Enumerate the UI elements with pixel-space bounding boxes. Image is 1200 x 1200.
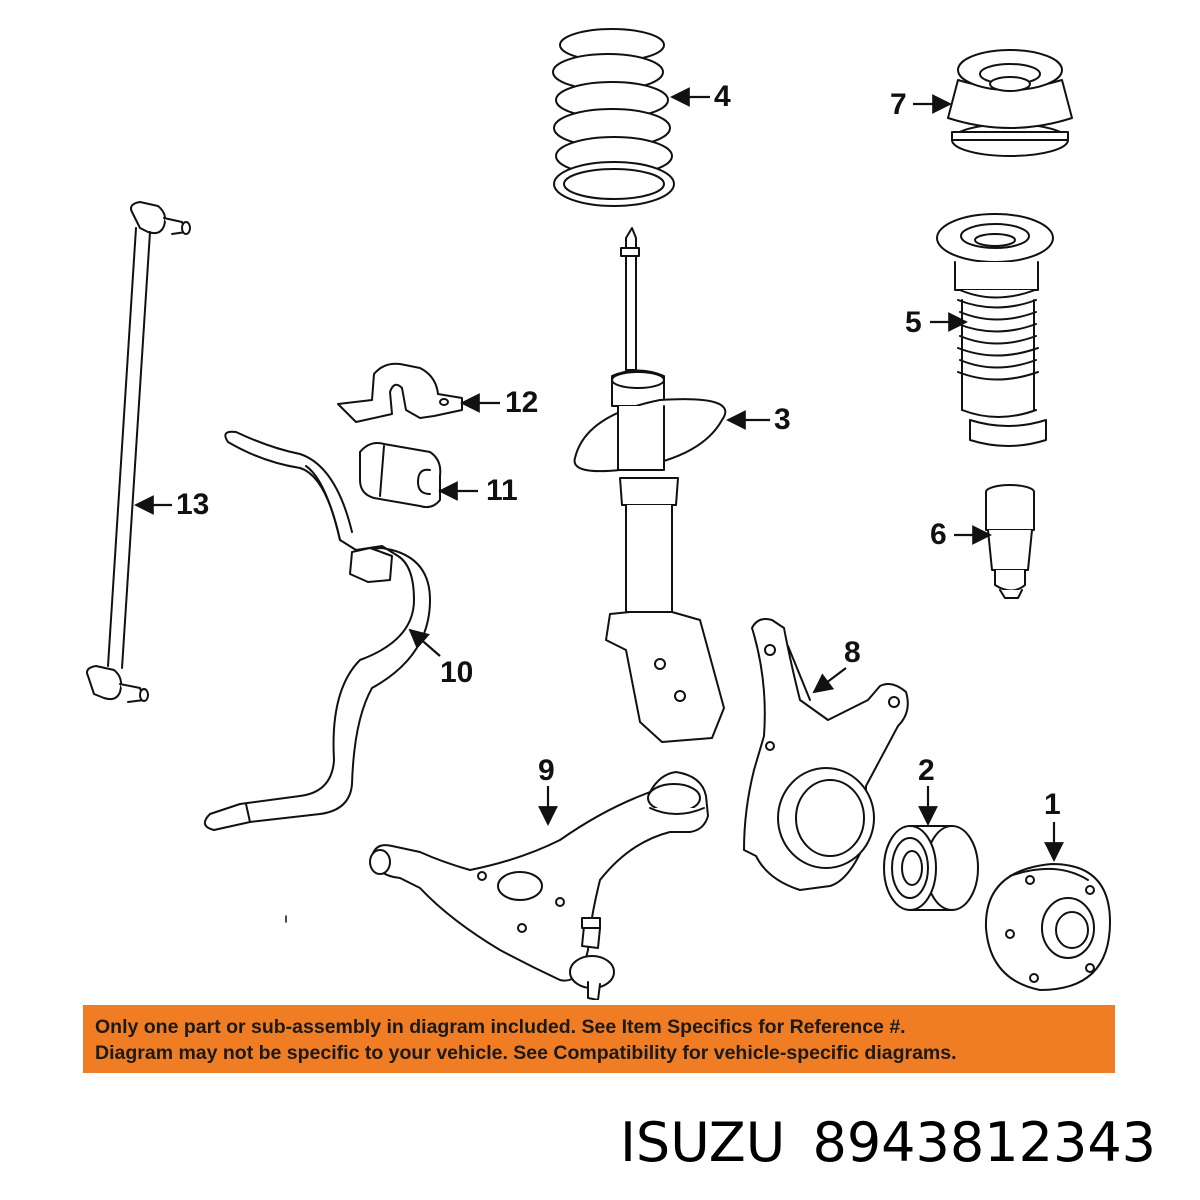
callout-6: 6 <box>930 518 947 551</box>
callout-2: 2 <box>918 754 935 787</box>
callout-5: 5 <box>905 306 922 339</box>
callout-1: 1 <box>1044 788 1061 821</box>
callout-10: 10 <box>440 656 474 689</box>
stabilizer-bushing-part <box>359 442 442 509</box>
callout-11: 11 <box>486 474 518 507</box>
stabilizer-bar-part <box>203 430 431 831</box>
brand-name: ISUZU <box>620 1111 786 1174</box>
coil-spring-part <box>552 28 675 207</box>
steering-knuckle-part <box>743 618 909 891</box>
dust-boot-part <box>936 213 1054 447</box>
callout-13: 13 <box>176 488 210 521</box>
callout-12: 12 <box>505 386 539 419</box>
callout-4: 4 <box>714 80 731 113</box>
wheel-hub-part <box>984 863 1111 991</box>
callout-7: 7 <box>890 88 907 121</box>
disclaimer-line-2: Diagram may not be specific to your vehi… <box>95 1042 957 1064</box>
disclaimer-banner: Only one part or sub-assembly in diagram… <box>83 1005 1115 1073</box>
part-label: ISUZU 8943812343 <box>620 1110 1190 1176</box>
callout-9: 9 <box>538 754 555 787</box>
part-number: 8943812343 <box>812 1111 1157 1174</box>
bushing-bracket-part <box>337 362 463 423</box>
strut-mount-part <box>947 49 1073 157</box>
stabilizer-link-part <box>86 201 191 703</box>
suspension-exploded-diagram <box>86 28 1111 1000</box>
strut-assembly-part <box>573 227 727 743</box>
bump-stop-part <box>985 484 1035 599</box>
callout-3: 3 <box>774 403 791 436</box>
wheel-bearing-part <box>883 825 979 911</box>
disclaimer-line-1: Only one part or sub-assembly in diagram… <box>95 1016 906 1038</box>
lower-control-arm-part <box>285 771 709 1000</box>
leader-lines <box>134 87 1064 862</box>
callout-8: 8 <box>844 636 861 669</box>
